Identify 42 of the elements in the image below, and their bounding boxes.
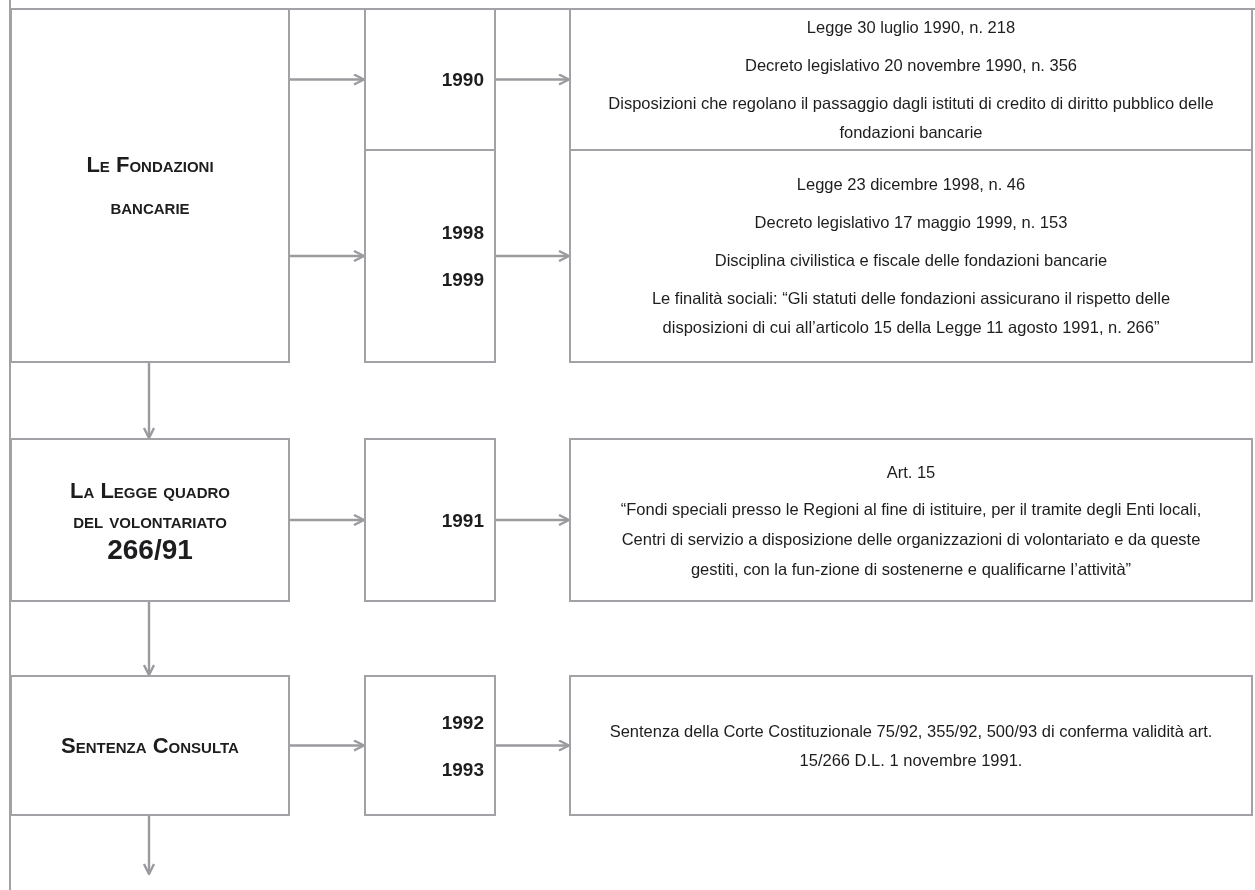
arrow [142, 816, 156, 876]
law-reference: Legge 23 dicembre 1998, n. 46 [796, 174, 1026, 195]
law-text-box [569, 149, 1253, 363]
arrow [496, 73, 571, 86]
arrow [496, 513, 571, 527]
law-reference: Disposizioni che regolano il passaggio dagli istituti di credito di diritto pubblico delle fondazioni bancarie [607, 92, 1215, 143]
arrow [142, 363, 156, 440]
year-label: 1998 [441, 221, 484, 245]
arrow [496, 249, 571, 263]
year-label: 1993 [441, 757, 484, 782]
law-reference: Disciplina civilistica e fiscale delle fondazioni bancarie [714, 250, 1108, 271]
year-label: 1991 [441, 508, 484, 533]
box-title: La Legge quadro del volontariato [69, 477, 231, 535]
box-title: Sentenza Consulta [60, 731, 240, 760]
year-label: 1990 [441, 68, 484, 92]
arrow [290, 739, 366, 752]
law-reference: Le finalità sociali: “Gli statuti delle fondazioni assicurano il rispetto delle disposizioni di cui all’articolo 15 della Legge 11 agosto 1991, n. 266” [650, 288, 1172, 338]
title-box [10, 8, 290, 363]
title-box [10, 438, 290, 602]
law-reference: Sentenza della Corte Costituzionale 75/92, 355/92, 500/93 di conferma validità art. 15/266 D.L. 1 novembre 1991. [608, 720, 1214, 771]
arrow [290, 73, 366, 86]
law-text-box [569, 438, 1253, 602]
law-reference: Decreto legislativo 17 maggio 1999, n. 153 [754, 212, 1068, 233]
law-reference: “Fondi speciali presso le Regioni al fine di istituire, per il tramite degli Enti locali, Centri di servizio a disposizione delle organizzazioni di volontariato e da queste gestiti, con la fun-zione di sostenerne e qualificarne l’attività” [619, 498, 1203, 580]
year-label: 1992 [441, 710, 484, 735]
arrow [496, 739, 571, 752]
law-text-box [569, 675, 1253, 816]
year-box [364, 149, 496, 363]
law-text-box [569, 8, 1253, 151]
box-title: Le Fondazioni bancarie [85, 150, 215, 221]
year-box [364, 438, 496, 602]
arrow [142, 602, 156, 677]
arrow [290, 249, 366, 263]
law-reference: Legge 30 luglio 1990, n. 218 [806, 16, 1016, 38]
arrow [290, 513, 366, 527]
year-box [364, 675, 496, 816]
title-box [10, 675, 290, 816]
year-box [364, 8, 496, 151]
year-label: 1999 [441, 268, 484, 292]
law-reference: Art. 15 [886, 461, 936, 483]
law-number: 266/91 [107, 535, 193, 564]
law-reference: Decreto legislativo 20 novembre 1990, n. 356 [744, 54, 1077, 76]
